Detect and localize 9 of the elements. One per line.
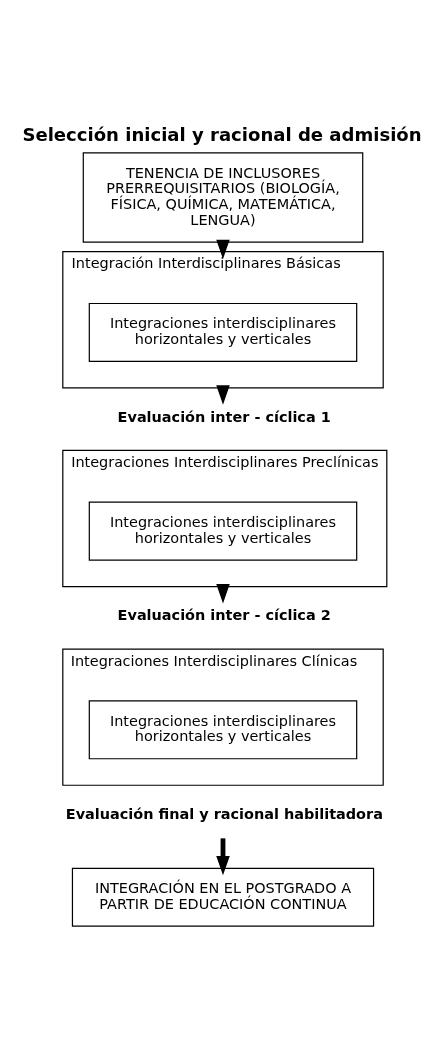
node-box: Integraciones interdisciplinares horizontales y verticales xyxy=(88,501,358,561)
node-box: INTEGRACIÓN EN EL POSTGRADO A PARTIR DE EDUCACIÓN CONTINUA xyxy=(71,867,375,927)
node-text: Evaluación final y racional habilitadora xyxy=(65,805,383,822)
diagram-title: Selección inicial y racional de admisión xyxy=(22,123,422,145)
arrow xyxy=(216,837,230,875)
node-text: Evaluación inter - cíclica 2 xyxy=(117,606,331,623)
node-box: Integraciones interdisciplinares horizontales y verticales xyxy=(88,302,358,362)
node-box: Integraciones interdisciplinares horizontales y verticales xyxy=(88,699,358,759)
node-text: Evaluación inter - cíclica 1 xyxy=(117,408,331,425)
